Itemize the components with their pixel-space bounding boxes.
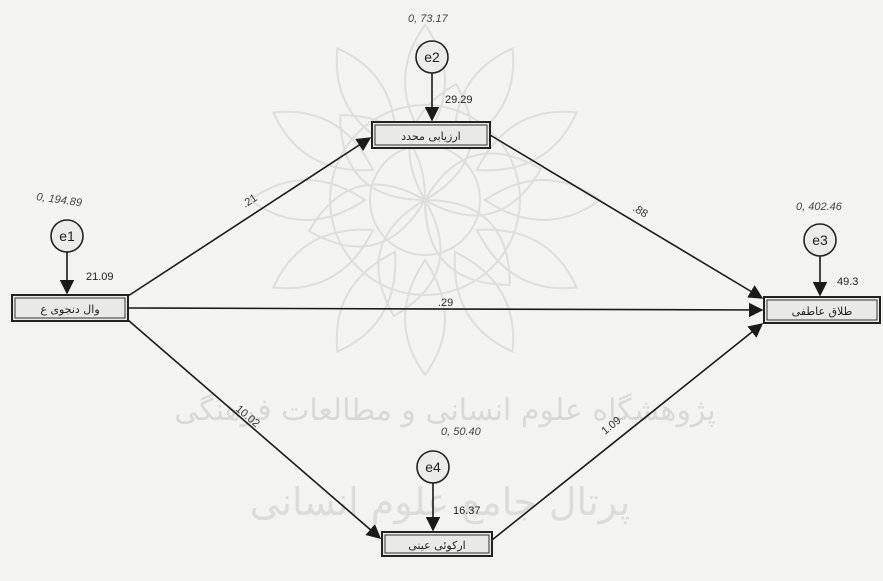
e2-label: e2 [424,49,440,65]
e4-label: e4 [425,459,441,475]
node-m1-label: ارزیابی محدد [401,130,461,143]
coef-x-y: .29 [438,297,453,309]
path-x-to-m1 [128,138,370,296]
node-y-label: طلاق عاطفی [792,305,853,318]
watermark-text-2: پرتال جامع علوم انسانی [250,480,630,525]
e1-label: e1 [59,228,75,244]
node-m2: ارکوئی عینی [382,532,492,556]
e1-variance: 0, 194.89 [36,191,83,209]
node-m2-label: ارکوئی عینی [408,539,465,552]
e1-intercept: 21.09 [86,271,114,283]
e3-intercept: 49.3 [837,276,858,288]
node-y: طلاق عاطفی [764,297,880,323]
e3-label: e3 [812,232,828,248]
path-m1-to-y [490,135,762,298]
e2-variance: 0, 73.17 [408,13,449,25]
e3-variance: 0, 402.46 [796,201,843,213]
node-x: وال دنجوی ع [12,295,128,321]
e4-variance: 0, 50.40 [441,426,482,438]
node-x-label: وال دنجوی ع [40,303,99,316]
e4-intercept: 16.37 [453,505,481,517]
node-m1: ارزیابی محدد [372,122,490,148]
e2-intercept: 29.29 [445,94,473,106]
coef-m1-y: .88 [630,202,649,220]
